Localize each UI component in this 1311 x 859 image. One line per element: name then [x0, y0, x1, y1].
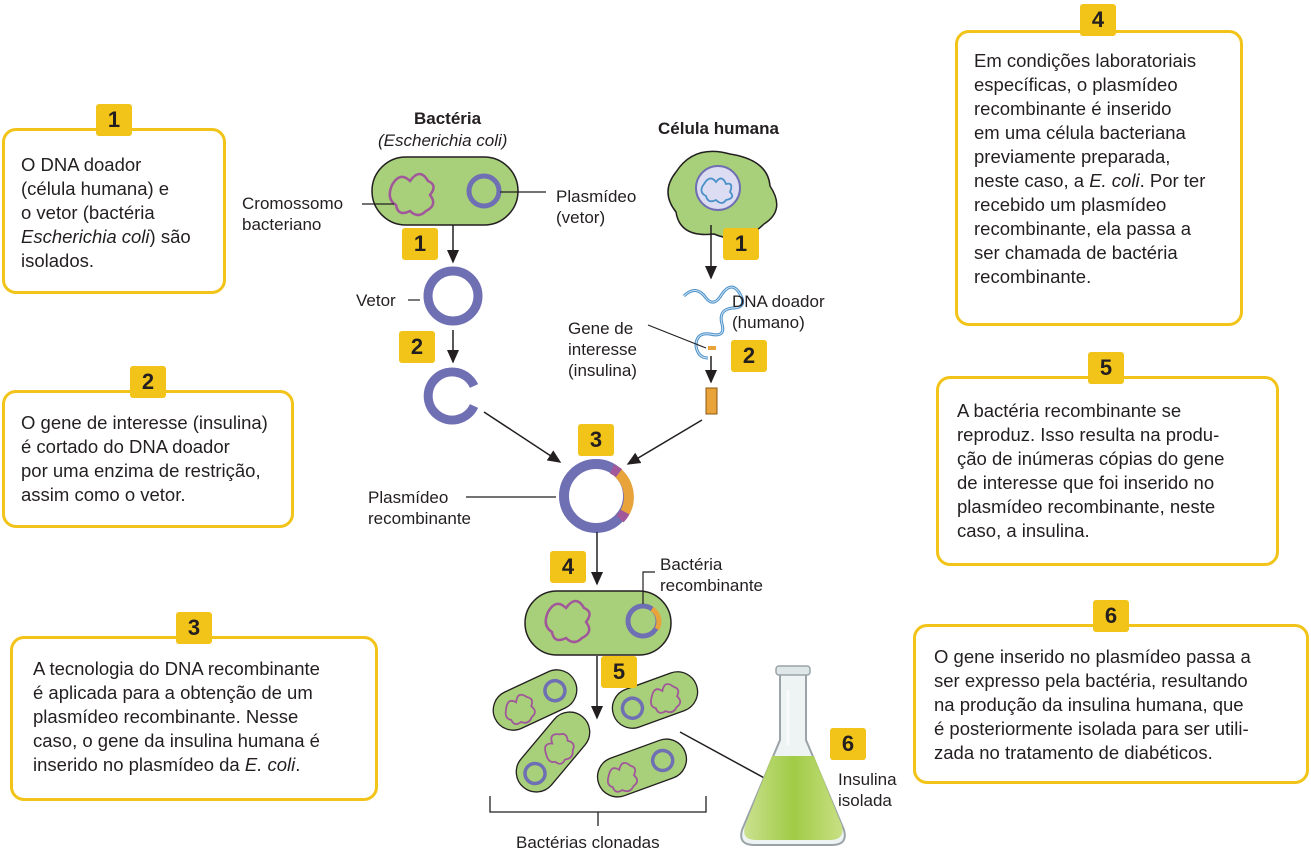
chromosome-label-2: bacteriano	[242, 215, 322, 234]
step-1-species: Escherichia coli	[21, 226, 150, 247]
plasmid-label-1: Plasmídeo	[556, 187, 637, 206]
step-6-line-2: ser expresso pela bactéria, resultando	[934, 670, 1248, 691]
step-4-line-9: ser chamada de bactéria	[974, 242, 1178, 263]
step-6-line-4: é posteriormente isolada para ser utili-	[934, 718, 1249, 739]
step-badge-6: 6	[1093, 600, 1129, 632]
step-5-line-6: caso, a insulina.	[957, 520, 1090, 541]
step-4-line-8: recombinante, ela passa a	[974, 218, 1191, 239]
insulin-label-1: Insulina	[838, 770, 897, 789]
step-box-1: O DNA doador (célula humana) e o vetor (…	[2, 128, 226, 294]
cloned-bacteria	[492, 669, 699, 798]
step-2-line-4: assim como o vetor.	[21, 484, 186, 505]
step-3-line-1: A tecnologia do DNA recombinante	[33, 658, 320, 679]
step-3-line-3: plasmídeo recombinante. Nesse	[33, 706, 299, 727]
plasmid-vector	[466, 173, 502, 209]
chromosome-label-1: Cromossomo	[242, 194, 344, 213]
step-2-line-3: por uma enzima de restrição,	[21, 460, 261, 481]
donor-dna-label-2: (humano)	[732, 313, 805, 332]
cut-vector	[423, 367, 479, 425]
step-box-3: A tecnologia do DNA recombinante é aplic…	[10, 636, 378, 801]
step-6-line-5: zada no tratamento de diabéticos.	[934, 742, 1213, 763]
step-4-species: E. coli	[1089, 170, 1140, 191]
step-5-line-3: ção de inúmeras cópias do gene	[957, 448, 1225, 469]
step-1-line-4-tail: ) são	[149, 226, 191, 247]
step-5-line-4: de interesse que foi inserido no	[957, 472, 1215, 493]
bacterium-ecoli	[371, 156, 519, 226]
step-3-line-5: inserido no plasmídeo da	[33, 754, 245, 775]
vector-circle	[423, 266, 483, 326]
step-3-period: .	[295, 754, 301, 775]
gene-label-1: Gene de	[568, 319, 634, 338]
cloned-bacteria-label: Bactérias clonadas	[516, 833, 660, 852]
step-1-line-2: (célula humana) e	[21, 178, 170, 199]
gene-label-2: interesse	[568, 340, 637, 359]
insulin-gene	[705, 387, 718, 415]
step-4-line-10: recombinante.	[974, 266, 1092, 287]
step-1-line-3: o vetor (bactéria	[21, 202, 155, 223]
step-4-line-6-tail: . Por ter	[1139, 170, 1206, 191]
bacteria-title: Bactéria	[414, 109, 482, 128]
recombinant-bacteria-label-1: Bactéria	[660, 555, 723, 574]
step-badge-2: 2	[130, 366, 166, 398]
step-5-line-1: A bactéria recombinante se	[957, 400, 1182, 421]
diagram-step-badge-5: 5	[601, 656, 637, 688]
diagram-step-badge-3: 3	[578, 424, 614, 456]
step-4-line-1: Em condições laboratoriais	[974, 50, 1197, 71]
step-badge-3: 3	[176, 612, 212, 644]
step-3-line-4: caso, o gene da insulina humana é	[33, 730, 320, 751]
insulin-label-2: isolada	[838, 791, 892, 810]
recombinant-bacterium	[524, 590, 672, 656]
vector-label: Vetor	[356, 291, 396, 310]
step-2-line-1: O gene de interesse (insulina)	[21, 412, 268, 433]
step-box-2: O gene de interesse (insulina) é cortado…	[2, 390, 294, 528]
step-box-5: A bactéria recombinante se reproduz. Iss…	[936, 376, 1279, 566]
bacterial-chromosome	[388, 172, 435, 217]
diagram-step-badge-2b: 2	[731, 340, 767, 372]
step-6-line-3: na produção da insulina humana, que	[934, 694, 1244, 715]
step-4-line-4: em uma célula bacteriana	[974, 122, 1186, 143]
step-4-line-7: recebido um plasmídeo	[974, 194, 1167, 215]
step-4-line-6: neste caso, a	[974, 170, 1090, 191]
recombinant-bacteria-label-2: recombinante	[660, 576, 764, 595]
plasmid-label-2: (vetor)	[556, 208, 606, 227]
step-4-line-5: previamente preparada,	[974, 146, 1171, 167]
step-badge-1: 1	[96, 104, 132, 136]
flask-icon	[740, 665, 846, 846]
step-2-line-2: é cortado do DNA doador	[21, 436, 230, 457]
diagram-step-badge-2a: 2	[399, 331, 435, 363]
step-badge-5: 5	[1088, 352, 1124, 384]
recombinant-plasmid-label-1: Plasmídeo	[368, 488, 449, 507]
donor-dna-label-1: DNA doador	[732, 292, 825, 311]
step-3-species: E. coli	[244, 754, 296, 775]
human-cell-title: Célula humana	[658, 119, 779, 138]
step-box-6: O gene inserido no plasmídeo passa a ser…	[913, 624, 1309, 784]
gene-label-3: (insulina)	[568, 361, 637, 380]
step-4-line-3: recombinante é inserido	[974, 98, 1172, 119]
step-badge-4: 4	[1080, 4, 1116, 36]
step-6-line-1: O gene inserido no plasmídeo passa a	[934, 646, 1251, 667]
diagram-step-badge-1b: 1	[723, 228, 759, 260]
step-5-line-5: plasmídeo recombinante, neste	[957, 496, 1216, 517]
diagram-step-badge-6: 6	[830, 728, 866, 760]
bacteria-species: (Escherichia coli)	[378, 131, 508, 150]
recombinant-plasmid-label-2: recombinante	[368, 509, 472, 528]
step-4-line-2: específicas, o plasmídeo	[974, 74, 1178, 95]
diagram-step-badge-1a: 1	[402, 228, 438, 260]
step-3-line-2: é aplicada para a obtenção de um	[33, 682, 313, 703]
step-box-4: Em condições laboratoriais específicas, …	[955, 30, 1243, 326]
step-1-line-1: O DNA doador	[21, 154, 142, 175]
diagram-step-badge-4: 4	[550, 551, 586, 583]
step-1-line-5: isolados.	[21, 250, 95, 271]
step-5-line-2: reproduz. Isso resulta na produ-	[957, 424, 1220, 445]
